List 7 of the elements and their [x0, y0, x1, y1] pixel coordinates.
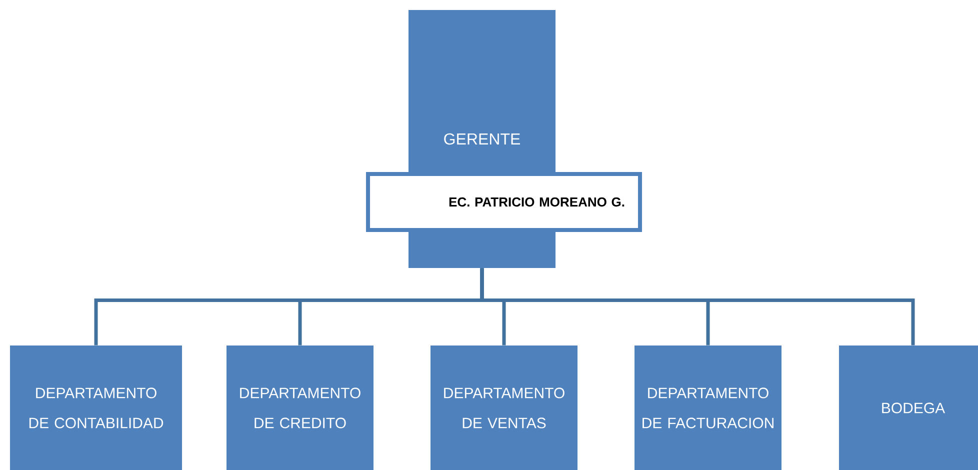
- department-box: DEPARTAMENTO DE CONTABILIDAD: [10, 346, 182, 470]
- connector-line: [480, 268, 915, 346]
- department-box: BODEGA: [839, 346, 978, 470]
- department-box: DEPARTAMENTO DE VENTAS: [430, 346, 578, 470]
- department-box: DEPARTAMENTO DE CREDITO: [226, 346, 374, 470]
- department-box: DEPARTAMENTO DE FACTURACION: [634, 346, 782, 470]
- name-box: EC. PATRICIO MOREANO G.: [366, 172, 642, 232]
